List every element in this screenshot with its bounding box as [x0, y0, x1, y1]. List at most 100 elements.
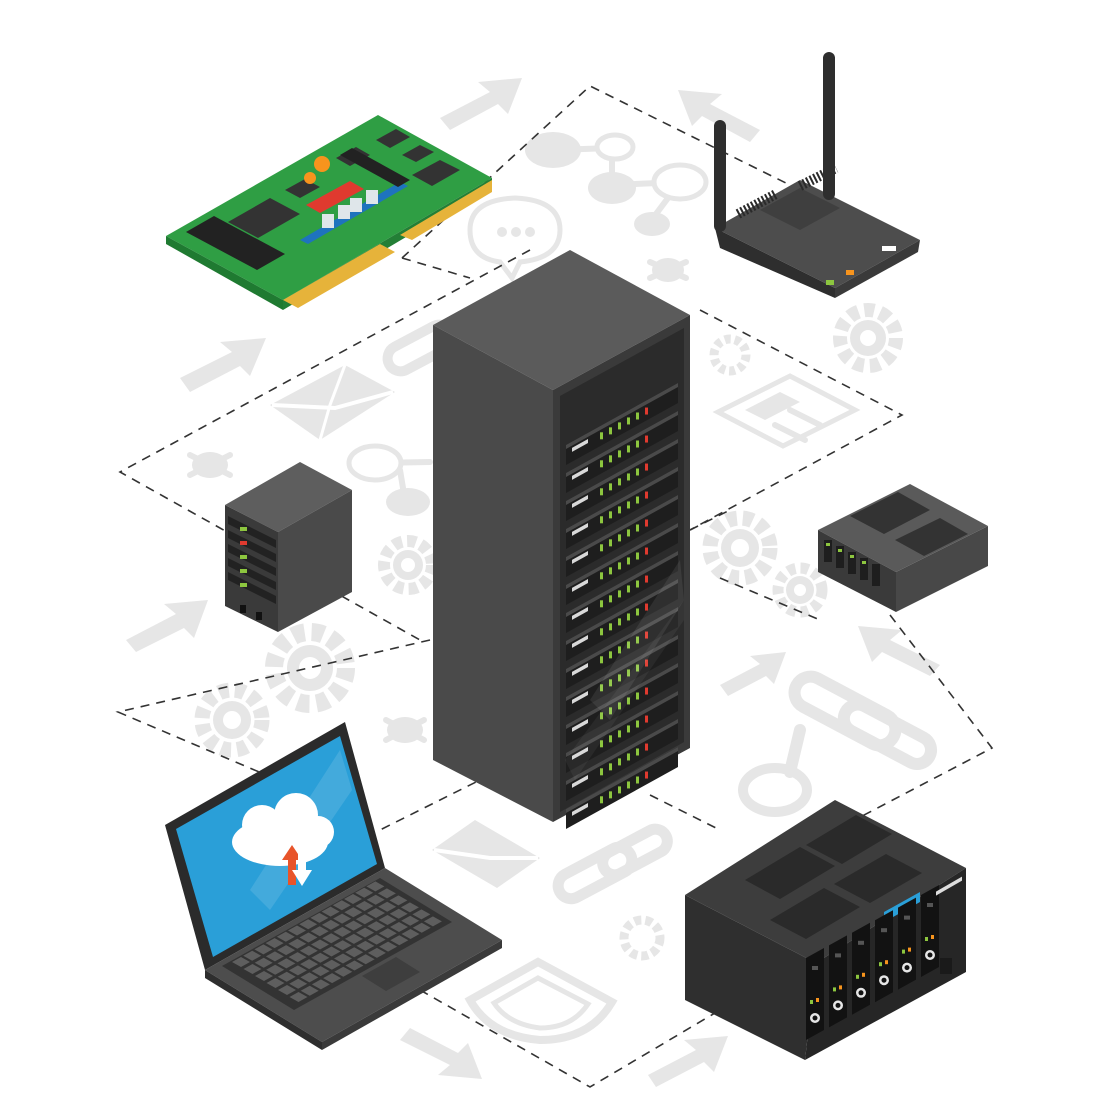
keyboard-key	[322, 946, 341, 957]
keyboard-key	[389, 895, 408, 906]
document-icon	[712, 373, 861, 449]
keyboard-key	[289, 978, 308, 989]
rack-server-units	[566, 383, 678, 829]
keyboard-key	[344, 907, 363, 918]
rack-server-unit	[566, 495, 678, 577]
drive-bay	[806, 948, 824, 1040]
keyboard-key	[355, 901, 374, 911]
keyboard-key	[300, 972, 319, 983]
keyboard-key	[299, 945, 318, 956]
keyboard-key	[356, 954, 375, 965]
keyboard-key	[322, 959, 341, 970]
envelope-icon	[270, 364, 395, 441]
upload-download-icon	[282, 845, 312, 886]
keyboard-key	[254, 957, 273, 968]
keyboard-key	[377, 888, 396, 899]
keyboard-key	[332, 900, 351, 911]
keyboard-key	[412, 922, 431, 933]
keyboard-key	[423, 916, 442, 927]
keyboard-key	[299, 919, 318, 930]
keyboard-key	[232, 957, 250, 967]
keyboard-key	[323, 973, 342, 984]
keyboard-key	[344, 920, 363, 931]
keyboard-key	[400, 902, 419, 913]
keyboard-key	[300, 959, 319, 970]
keyboard-key	[266, 964, 285, 975]
keyboard-key	[243, 950, 262, 961]
drive-bay	[898, 897, 916, 990]
wifi-router	[714, 52, 920, 298]
keyboard-key	[367, 934, 386, 945]
drive-bay	[852, 922, 870, 1015]
keyboard-key	[356, 927, 375, 938]
keyboard-key	[366, 881, 385, 892]
keyboard-key	[378, 901, 397, 912]
keyboard-key	[345, 960, 364, 971]
network-nodes-icon	[346, 443, 433, 516]
keyboard-key	[389, 908, 408, 919]
background-icons	[126, 78, 940, 1087]
keyboard-key	[344, 894, 362, 904]
gear-icon	[702, 510, 828, 618]
keyboard-key	[310, 926, 329, 937]
keyboard-key	[288, 952, 307, 963]
server-rack	[433, 250, 690, 829]
rack-server-unit	[566, 747, 678, 829]
bug-icon	[383, 717, 427, 743]
keyboard-key	[378, 928, 397, 939]
keyboard-key	[277, 945, 296, 956]
keyboard-key	[265, 951, 284, 962]
shield-icon	[464, 957, 618, 1045]
keyboard-key	[277, 958, 296, 969]
drive-bay	[829, 935, 847, 1028]
gear-icon	[833, 303, 903, 373]
rack-server-unit	[566, 439, 678, 521]
bug-icon	[647, 258, 689, 282]
keyboard-key	[288, 965, 307, 976]
rack-server-unit	[566, 383, 678, 465]
keyboard-key	[265, 938, 284, 949]
keyboard-key	[367, 908, 385, 918]
keyboard-key	[276, 931, 295, 942]
keyboard-key	[254, 944, 273, 955]
keyboard-key	[311, 939, 329, 950]
keyboard-key	[333, 926, 352, 937]
keyboard-key	[255, 971, 273, 981]
rack-server-unit	[566, 691, 678, 773]
tower-server	[225, 462, 352, 632]
keyboard-key	[311, 966, 330, 977]
keyboard	[232, 881, 442, 1002]
rack-server-unit	[566, 607, 678, 689]
keyboard-key	[366, 894, 385, 905]
gear-icon	[378, 535, 438, 595]
keyboard-key	[401, 915, 420, 926]
keyboard-key	[390, 922, 408, 932]
keyboard-key	[412, 909, 431, 920]
search-icon	[738, 724, 812, 817]
keyboard-key	[333, 913, 352, 924]
keyboard-key	[243, 964, 262, 974]
keyboard-key	[355, 914, 374, 925]
network-card	[166, 115, 492, 310]
keyboard-key	[390, 935, 409, 946]
keyboard-key	[278, 985, 296, 995]
link-chain-icon	[788, 670, 938, 770]
envelope-icon	[432, 820, 540, 888]
keyboard-key	[379, 941, 398, 952]
link-chain-icon	[552, 823, 673, 905]
laptop	[165, 722, 502, 1050]
touchpad	[362, 957, 420, 991]
chat-bubble-icon	[467, 195, 563, 283]
keyboard-key	[322, 933, 341, 944]
keyboard-key	[367, 947, 386, 958]
keyboard-key	[300, 985, 319, 996]
network-nodes-icon	[525, 132, 709, 236]
keyboard-key	[321, 919, 340, 930]
keyboard-key	[288, 938, 307, 949]
keyboard-key	[334, 953, 352, 964]
keyboard-key	[321, 906, 340, 917]
keyboard-key	[401, 929, 420, 939]
arrow-icon	[126, 78, 940, 1087]
